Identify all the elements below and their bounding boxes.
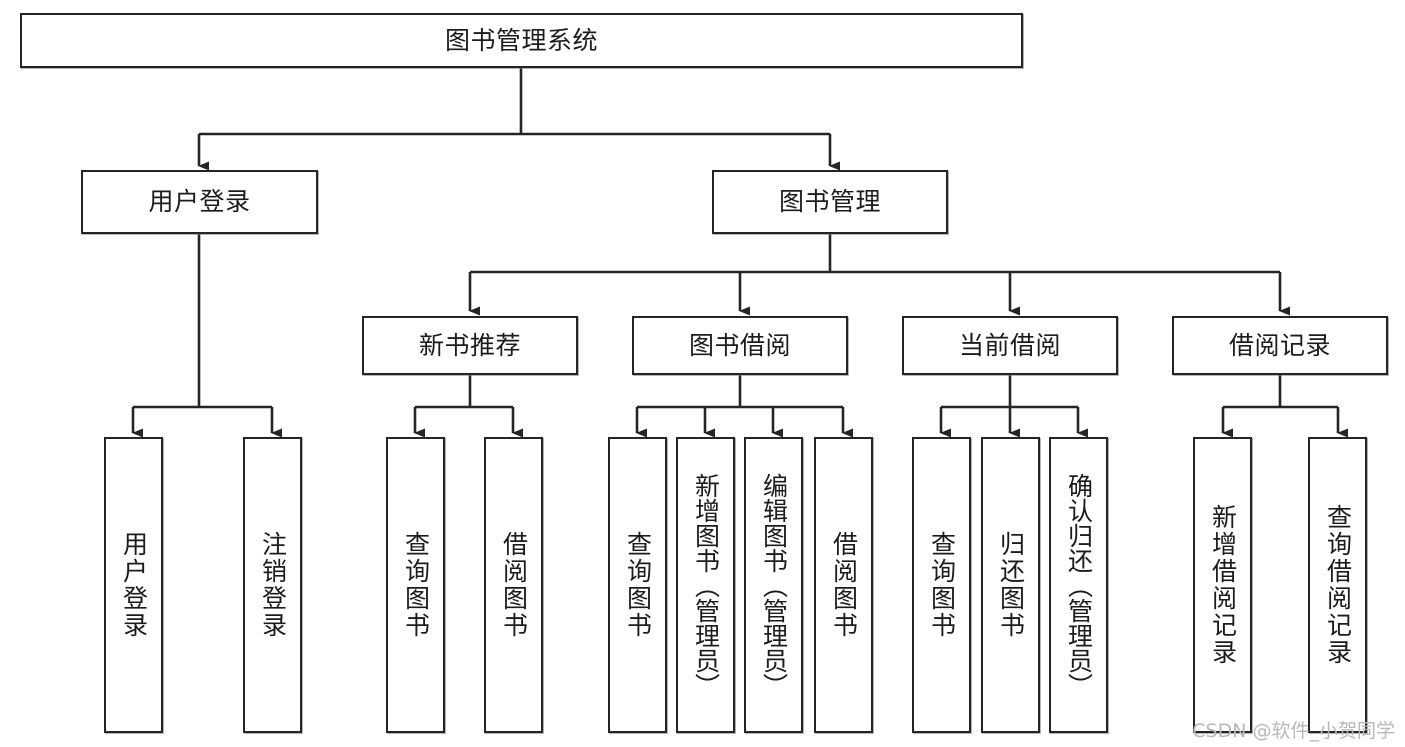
node-label: 编辑图书（管理员） — [759, 472, 789, 698]
node-new-book-recommend[interactable]: 新书推荐 — [362, 316, 578, 375]
node-leaf-user-login[interactable]: 用户登录 — [104, 437, 163, 733]
node-leaf-return-book[interactable]: 归还图书 — [981, 437, 1040, 733]
node-book-management[interactable]: 图书管理 — [712, 170, 948, 234]
node-leaf-query-book-3[interactable]: 查询图书 — [912, 437, 971, 733]
node-leaf-borrow-book-2[interactable]: 借阅图书 — [814, 437, 873, 733]
node-label: 图书借阅 — [688, 330, 791, 360]
node-label: 图书管理 — [778, 187, 881, 217]
node-label: 新增借阅记录 — [1208, 504, 1238, 666]
node-label: 查询图书 — [401, 531, 431, 639]
node-label: 新增图书（管理员） — [691, 472, 721, 698]
node-leaf-add-record[interactable]: 新增借阅记录 — [1193, 437, 1252, 733]
node-book-borrow[interactable]: 图书借阅 — [632, 316, 848, 375]
node-label: 用户登录 — [148, 187, 251, 217]
node-user-login[interactable]: 用户登录 — [81, 170, 318, 234]
node-label: 借阅记录 — [1228, 330, 1331, 360]
node-current-borrow[interactable]: 当前借阅 — [902, 316, 1118, 375]
node-label: 新书推荐 — [418, 330, 521, 360]
node-leaf-borrow-book-1[interactable]: 借阅图书 — [484, 437, 543, 733]
node-leaf-query-book-2[interactable]: 查询图书 — [608, 437, 667, 733]
node-label: 查询图书 — [927, 531, 957, 639]
node-leaf-query-book-1[interactable]: 查询图书 — [386, 437, 445, 733]
node-label: 注销登录 — [258, 531, 288, 639]
node-label: 归还图书 — [996, 531, 1026, 639]
node-leaf-confirm-return[interactable]: 确认归还（管理员） — [1049, 437, 1108, 733]
node-label: 借阅图书 — [829, 531, 859, 639]
node-root-system[interactable]: 图书管理系统 — [20, 13, 1023, 68]
node-leaf-logout[interactable]: 注销登录 — [243, 437, 302, 733]
node-label: 当前借阅 — [958, 330, 1061, 360]
node-label: 查询图书 — [623, 531, 653, 639]
node-borrow-record[interactable]: 借阅记录 — [1172, 316, 1388, 375]
node-leaf-query-record[interactable]: 查询借阅记录 — [1308, 437, 1367, 733]
node-label: 借阅图书 — [499, 531, 529, 639]
node-label: 用户登录 — [119, 531, 149, 639]
node-label: 确认归还（管理员） — [1064, 472, 1094, 698]
node-leaf-add-book[interactable]: 新增图书（管理员） — [676, 437, 735, 733]
node-label: 图书管理系统 — [444, 25, 598, 55]
node-label: 查询借阅记录 — [1323, 504, 1353, 666]
node-leaf-edit-book[interactable]: 编辑图书（管理员） — [744, 437, 803, 733]
